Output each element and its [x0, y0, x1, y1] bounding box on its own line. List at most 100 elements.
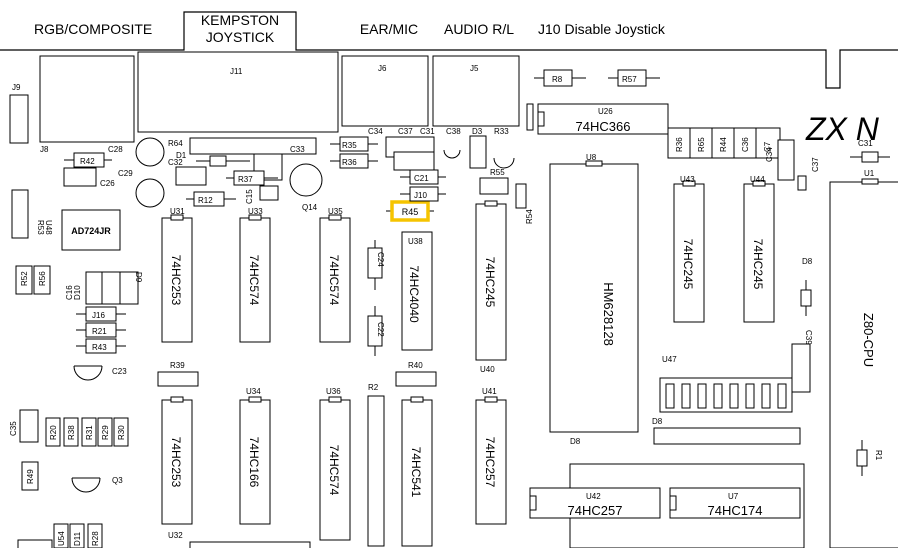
resistor-r11: C22	[367, 306, 385, 356]
svg-text:74HC366: 74HC366	[576, 119, 631, 134]
svg-text:J5: J5	[470, 64, 479, 73]
capacitor-bank-c22: C16 D10 D9	[65, 271, 143, 305]
resistor-bank-top: R36 R65 R44 C36 C7	[667, 127, 781, 159]
svg-text:R28: R28	[91, 531, 100, 546]
svg-text:J9: J9	[12, 83, 21, 92]
resistor-r41: R43	[76, 338, 126, 354]
svg-text:C23: C23	[112, 367, 127, 376]
resistor-r40: R21	[76, 322, 126, 338]
board-outline	[0, 11, 898, 89]
svg-text:R2: R2	[368, 383, 379, 392]
svg-text:HM628128: HM628128	[601, 282, 616, 346]
svg-text:C15: C15	[245, 189, 254, 204]
capacitor-c29: C29	[118, 169, 165, 208]
svg-text:R39: R39	[170, 361, 185, 370]
svg-text:C34: C34	[368, 127, 383, 136]
resistor-r2: R2	[367, 383, 385, 547]
svg-text:C37: C37	[811, 157, 820, 172]
svg-text:U32: U32	[168, 531, 183, 540]
capacitor-c32: C32	[168, 158, 207, 186]
svg-text:U42: U42	[586, 492, 601, 501]
svg-text:74HC257: 74HC257	[483, 437, 497, 488]
svg-text:U36: U36	[326, 387, 341, 396]
svg-text:C22: C22	[376, 322, 385, 337]
svg-text:J10: J10	[414, 191, 427, 200]
audio-rl-label: AUDIO R/L	[444, 21, 514, 37]
chip-74hc245-a: 74HC245 U40	[475, 200, 507, 374]
rgb-composite-label: RGB/COMPOSITE	[34, 21, 152, 37]
jumper-j10: R54	[515, 183, 534, 224]
chip-u36: U36 74HC574	[319, 387, 351, 541]
svg-text:U48: U48	[44, 220, 53, 235]
svg-text:Z80-CPU: Z80-CPU	[861, 313, 876, 367]
resistor-r37: R37	[226, 170, 278, 186]
resistor-r57: R57	[608, 69, 660, 87]
kempston-label-1: KEMPSTON	[201, 12, 279, 28]
svg-text:J6: J6	[378, 64, 387, 73]
svg-text:R54: R54	[525, 209, 534, 224]
svg-text:R1: R1	[874, 450, 883, 461]
chip-u43: U43 74HC245	[673, 175, 705, 323]
svg-text:D1: D1	[176, 151, 187, 160]
svg-text:U44: U44	[750, 175, 765, 184]
svg-text:R36: R36	[675, 137, 684, 152]
svg-text:R30: R30	[117, 425, 126, 440]
diode-d1: D1	[176, 151, 250, 167]
svg-text:C21: C21	[414, 174, 429, 183]
svg-text:74HC253: 74HC253	[169, 255, 183, 306]
ear-mic-label: EAR/MIC	[360, 21, 418, 37]
resistor-r45-highlighted[interactable]: R45	[386, 200, 434, 222]
svg-text:R8: R8	[552, 75, 563, 84]
svg-text:R56: R56	[38, 271, 47, 286]
capacitor-c21: R55	[479, 168, 509, 195]
svg-text:R21: R21	[92, 327, 107, 336]
capacitor-small	[526, 103, 534, 131]
svg-text:R36: R36	[342, 158, 357, 167]
chip-u32: 74HC253 U32	[161, 396, 193, 540]
chip-u7: U7 74HC174	[669, 487, 801, 519]
resistor-r64: R64	[168, 137, 317, 155]
jumper-j16: R53	[11, 189, 45, 239]
svg-text:R44: R44	[719, 137, 728, 152]
diode-d10: C37	[797, 157, 820, 191]
svg-text:C31: C31	[858, 139, 873, 148]
capacitor-c15: C15	[245, 185, 279, 204]
chip-u34: U34 74HC166	[239, 387, 271, 525]
capacitor-c16: C34	[765, 139, 795, 181]
resistor-r21-r43: R52 R56	[15, 265, 51, 295]
svg-text:Q14: Q14	[302, 203, 318, 212]
svg-text:D9: D9	[134, 272, 143, 283]
svg-text:R43: R43	[92, 343, 107, 352]
svg-text:U47: U47	[662, 355, 677, 364]
resistor-bank-r20-r30: R20 R38 R31 R29 R30	[45, 417, 129, 447]
chip-u8: U8 HM628128 D8	[549, 153, 639, 446]
svg-text:U33: U33	[248, 207, 263, 216]
svg-text:J11: J11	[230, 67, 243, 76]
svg-text:C31: C31	[420, 127, 435, 136]
connector-j8: J8	[39, 55, 135, 154]
svg-text:R53: R53	[36, 220, 45, 235]
transistor-q3: Q3	[71, 476, 123, 493]
svg-text:R29: R29	[101, 425, 110, 440]
chip-u44: U44 74HC245	[743, 175, 775, 323]
svg-text:U31: U31	[170, 207, 185, 216]
svg-text:U38: U38	[408, 237, 423, 246]
svg-text:D11: D11	[73, 531, 82, 546]
svg-text:C7: C7	[763, 141, 772, 152]
svg-text:R65: R65	[697, 137, 706, 152]
connector-j9: J9	[9, 83, 29, 144]
svg-text:J8: J8	[40, 145, 49, 154]
resistor-r46: J10	[400, 186, 446, 202]
chip-u1: U1 Z80-CPU	[829, 169, 898, 548]
diode-d8: D8	[800, 257, 813, 316]
svg-text:74HC541: 74HC541	[409, 447, 423, 498]
svg-text:D8: D8	[570, 437, 581, 446]
svg-text:U41: U41	[482, 387, 497, 396]
svg-text:C28: C28	[108, 145, 123, 154]
svg-text:R49: R49	[26, 469, 35, 484]
svg-text:U8: U8	[586, 153, 597, 162]
svg-text:R42: R42	[80, 157, 95, 166]
chip-u26: U26 74HC366	[537, 103, 669, 135]
svg-text:R37: R37	[238, 175, 253, 184]
resistor-bank-r28-r26: U54 D11 R28	[53, 523, 103, 548]
